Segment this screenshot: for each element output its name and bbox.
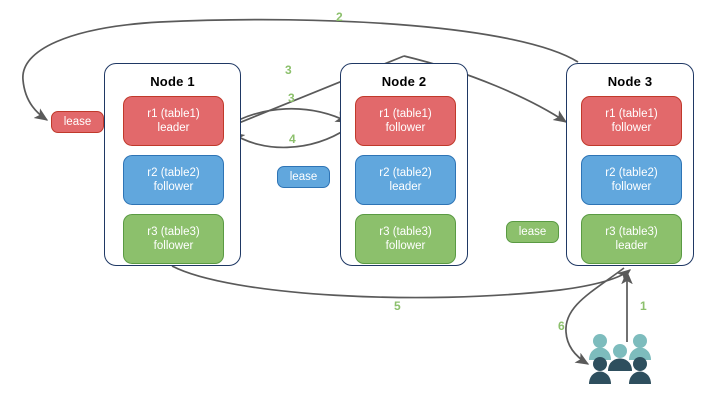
edge-3c-path	[223, 108, 350, 129]
replica-role: leader	[389, 181, 422, 193]
lease-box-red[interactable]: lease	[51, 111, 104, 133]
replica-r3-node2[interactable]: r3 (table3) follower	[355, 214, 456, 264]
replica-r1-node1[interactable]: r1 (table1) leader	[123, 96, 224, 146]
node-container-3[interactable]: Node 3 r1 (table1) follower r2 (table2) …	[566, 63, 694, 266]
replica-role: follower	[153, 240, 194, 252]
lease-label: lease	[518, 225, 547, 238]
edge-label-1: 1	[640, 299, 647, 313]
node-container-1[interactable]: Node 1 r1 (table1) leader r2 (table2) fo…	[104, 63, 241, 266]
replica-r1-node2[interactable]: r1 (table1) follower	[355, 96, 456, 146]
replica-r1-node3[interactable]: r1 (table1) follower	[581, 96, 682, 146]
node-title: Node 2	[381, 74, 427, 89]
replica-role: follower	[611, 181, 652, 193]
node-container-2[interactable]: Node 2 r1 (table1) follower r2 (table2) …	[340, 63, 468, 266]
replica-name: r2 (table2)	[379, 167, 432, 179]
lease-box-green[interactable]: lease	[506, 221, 559, 243]
replica-r3-node3[interactable]: r3 (table3) leader	[581, 214, 682, 264]
edge-label-4: 4	[289, 132, 296, 146]
replica-name: r2 (table2)	[147, 167, 200, 179]
node-title: Node 3	[607, 74, 653, 89]
lease-box-blue[interactable]: lease	[277, 166, 330, 188]
replica-role: follower	[611, 122, 652, 134]
users-group-icon	[589, 334, 651, 384]
replica-r3-node1[interactable]: r3 (table3) follower	[123, 214, 224, 264]
replica-name: r3 (table3)	[147, 226, 200, 238]
replica-name: r1 (table1)	[147, 108, 200, 120]
replica-role: leader	[615, 240, 648, 252]
edge-label-3-upper: 3	[285, 63, 292, 77]
edge-5-path	[171, 265, 632, 299]
replica-role: follower	[385, 240, 426, 252]
replica-role: follower	[153, 181, 194, 193]
edge-label-6: 6	[558, 319, 565, 333]
edge-label-2: 2	[336, 10, 343, 24]
node-title: Node 1	[150, 74, 195, 89]
replica-name: r1 (table1)	[379, 108, 432, 120]
replica-name: r3 (table3)	[605, 226, 658, 238]
replica-name: r2 (table2)	[605, 167, 658, 179]
lease-label: lease	[63, 115, 92, 128]
lease-label: lease	[289, 170, 318, 183]
replica-role: follower	[385, 122, 426, 134]
edge-label-5: 5	[394, 299, 401, 313]
replica-role: leader	[157, 122, 190, 134]
replica-r2-node1[interactable]: r2 (table2) follower	[123, 155, 224, 205]
replica-r2-node2[interactable]: r2 (table2) leader	[355, 155, 456, 205]
replica-r2-node3[interactable]: r2 (table2) follower	[581, 155, 682, 205]
replica-name: r1 (table1)	[605, 108, 658, 120]
edge-label-3-lower: 3	[288, 91, 295, 105]
replica-name: r3 (table3)	[379, 226, 432, 238]
